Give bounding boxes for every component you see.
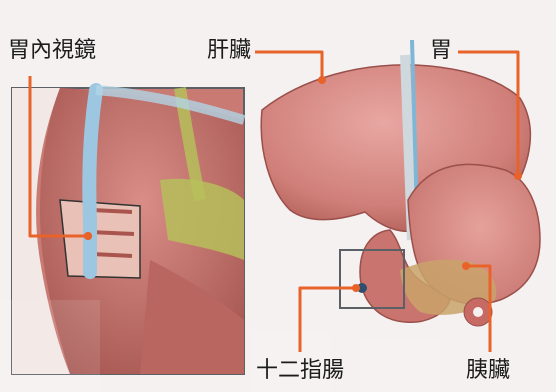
leader-liver	[255, 52, 322, 80]
label-endoscope: 胃內視鏡	[8, 40, 96, 62]
label-duodenum: 十二指腸	[256, 360, 344, 382]
organs-illustration	[261, 40, 540, 326]
endoscope-tube	[89, 90, 96, 272]
label-stomach: 胃	[430, 40, 452, 62]
label-liver: 肝臟	[207, 40, 251, 62]
label-pancreas: 胰臟	[466, 360, 510, 382]
